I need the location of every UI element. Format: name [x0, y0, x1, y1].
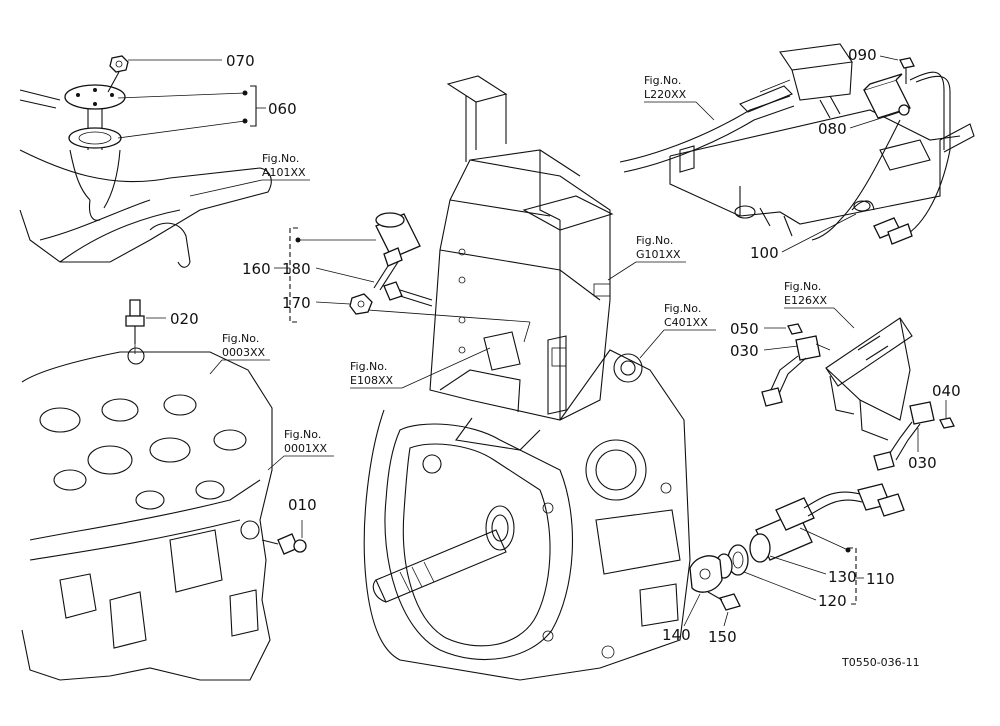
part-number-140: 140: [662, 626, 691, 644]
figure-ref-e108-label: Fig.No.: [350, 360, 387, 373]
nut-170: [349, 293, 373, 315]
part-number-170: 170: [282, 294, 311, 312]
drawing-id: T0550-036-11: [841, 656, 920, 669]
part-number-030-upper: 030: [730, 342, 759, 360]
callout-160-180-170: 160 180 170: [242, 227, 531, 343]
part-number-160: 160: [242, 260, 271, 278]
part-number-060: 060: [268, 100, 297, 118]
part-number-090: 090: [848, 46, 877, 64]
dash-bracket-and-transmission-housing: [363, 75, 691, 681]
part-number-150: 150: [708, 628, 737, 646]
figure-ref-g101-label: Fig.No.: [636, 234, 673, 247]
figure-ref-l220: Fig.No. L220XX: [644, 74, 715, 121]
figure-ref-0001: Fig.No. 0001XX: [267, 428, 334, 471]
callout-030-upper: 030: [730, 342, 799, 360]
part-number-050: 050: [730, 320, 759, 338]
callout-030-lower: 030: [908, 428, 937, 472]
bolt-150: [707, 591, 741, 611]
bolt-090: [899, 57, 951, 150]
figure-ref-c401-code: C401XX: [664, 316, 708, 329]
figure-ref-a101-label: Fig.No.: [262, 152, 299, 165]
callout-070: 070: [128, 52, 255, 70]
neutral-switch-180: [373, 212, 421, 291]
figure-ref-e108-code: E108XX: [350, 374, 393, 387]
figure-ref-e126: Fig.No. E126XX: [784, 280, 855, 329]
figure-ref-l220-code: L220XX: [644, 88, 687, 101]
seat-frame-assembly: [619, 43, 975, 237]
plate-140: [689, 555, 723, 593]
switch-030-upper: [761, 335, 831, 407]
figure-ref-e108: Fig.No. E108XX: [350, 347, 491, 389]
water-temperature-sensor-020: [125, 299, 145, 354]
figure-ref-e126-label: Fig.No.: [784, 280, 821, 293]
figure-ref-g101: Fig.No. G101XX: [607, 234, 686, 281]
figure-ref-c401-label: Fig.No.: [664, 302, 701, 315]
callout-150: 150: [708, 611, 737, 646]
part-number-030-lower: 030: [908, 454, 937, 472]
part-number-040: 040: [932, 382, 961, 400]
callout-080: 080: [818, 111, 901, 138]
switch-030-lower: [873, 401, 935, 471]
part-number-020: 020: [170, 310, 199, 328]
nut-050: [787, 323, 803, 335]
part-number-010: 010: [288, 496, 317, 514]
figure-ref-l220-label: Fig.No.: [644, 74, 681, 87]
part-number-180: 180: [282, 260, 311, 278]
figure-ref-0001-label: Fig.No.: [284, 428, 321, 441]
figure-ref-0001-code: 0001XX: [284, 442, 328, 455]
part-number-120: 120: [818, 592, 847, 610]
harness-100: [811, 119, 951, 245]
callout-140: 140: [662, 593, 701, 644]
callout-110-130: 110 130: [769, 527, 895, 605]
callout-100: 100: [750, 213, 857, 262]
part-number-110: 110: [866, 570, 895, 588]
callout-120: 120: [743, 571, 847, 610]
figure-ref-c401: Fig.No. C401XX: [639, 302, 716, 359]
figure-ref-a101-code: A101XX: [262, 166, 306, 179]
callout-090: 090: [848, 46, 899, 64]
figure-ref-0003-code: 0003XX: [222, 346, 266, 359]
part-number-130: 130: [828, 568, 857, 586]
figure-ref-0003-label: Fig.No.: [222, 332, 259, 345]
bolt-near-bracket: [383, 281, 433, 307]
fuel-gauge-unit-assembly: [19, 55, 272, 268]
figure-ref-e126-code: E126XX: [784, 294, 827, 307]
figure-ref-g101-code: G101XX: [636, 248, 681, 261]
part-number-070: 070: [226, 52, 255, 70]
figure-ref-0003: Fig.No. 0003XX: [209, 332, 270, 375]
callout-060: 060: [117, 85, 297, 139]
brake-pedal-bracket: [825, 317, 913, 441]
callout-040: 040: [932, 382, 961, 418]
part-number-100: 100: [750, 244, 779, 262]
oil-pressure-switch-010: [261, 533, 307, 555]
part-number-080: 080: [818, 120, 847, 138]
figure-ref-a101: Fig.No. A101XX: [189, 152, 310, 197]
callout-050: 050: [730, 320, 786, 338]
cylinder-head-casting: [21, 347, 273, 681]
speed-sensor-130: [749, 483, 905, 563]
callout-020: 020: [146, 310, 199, 328]
nut-040: [939, 417, 955, 429]
seat-switch-080: [863, 73, 911, 119]
callout-010: 010: [288, 496, 317, 538]
